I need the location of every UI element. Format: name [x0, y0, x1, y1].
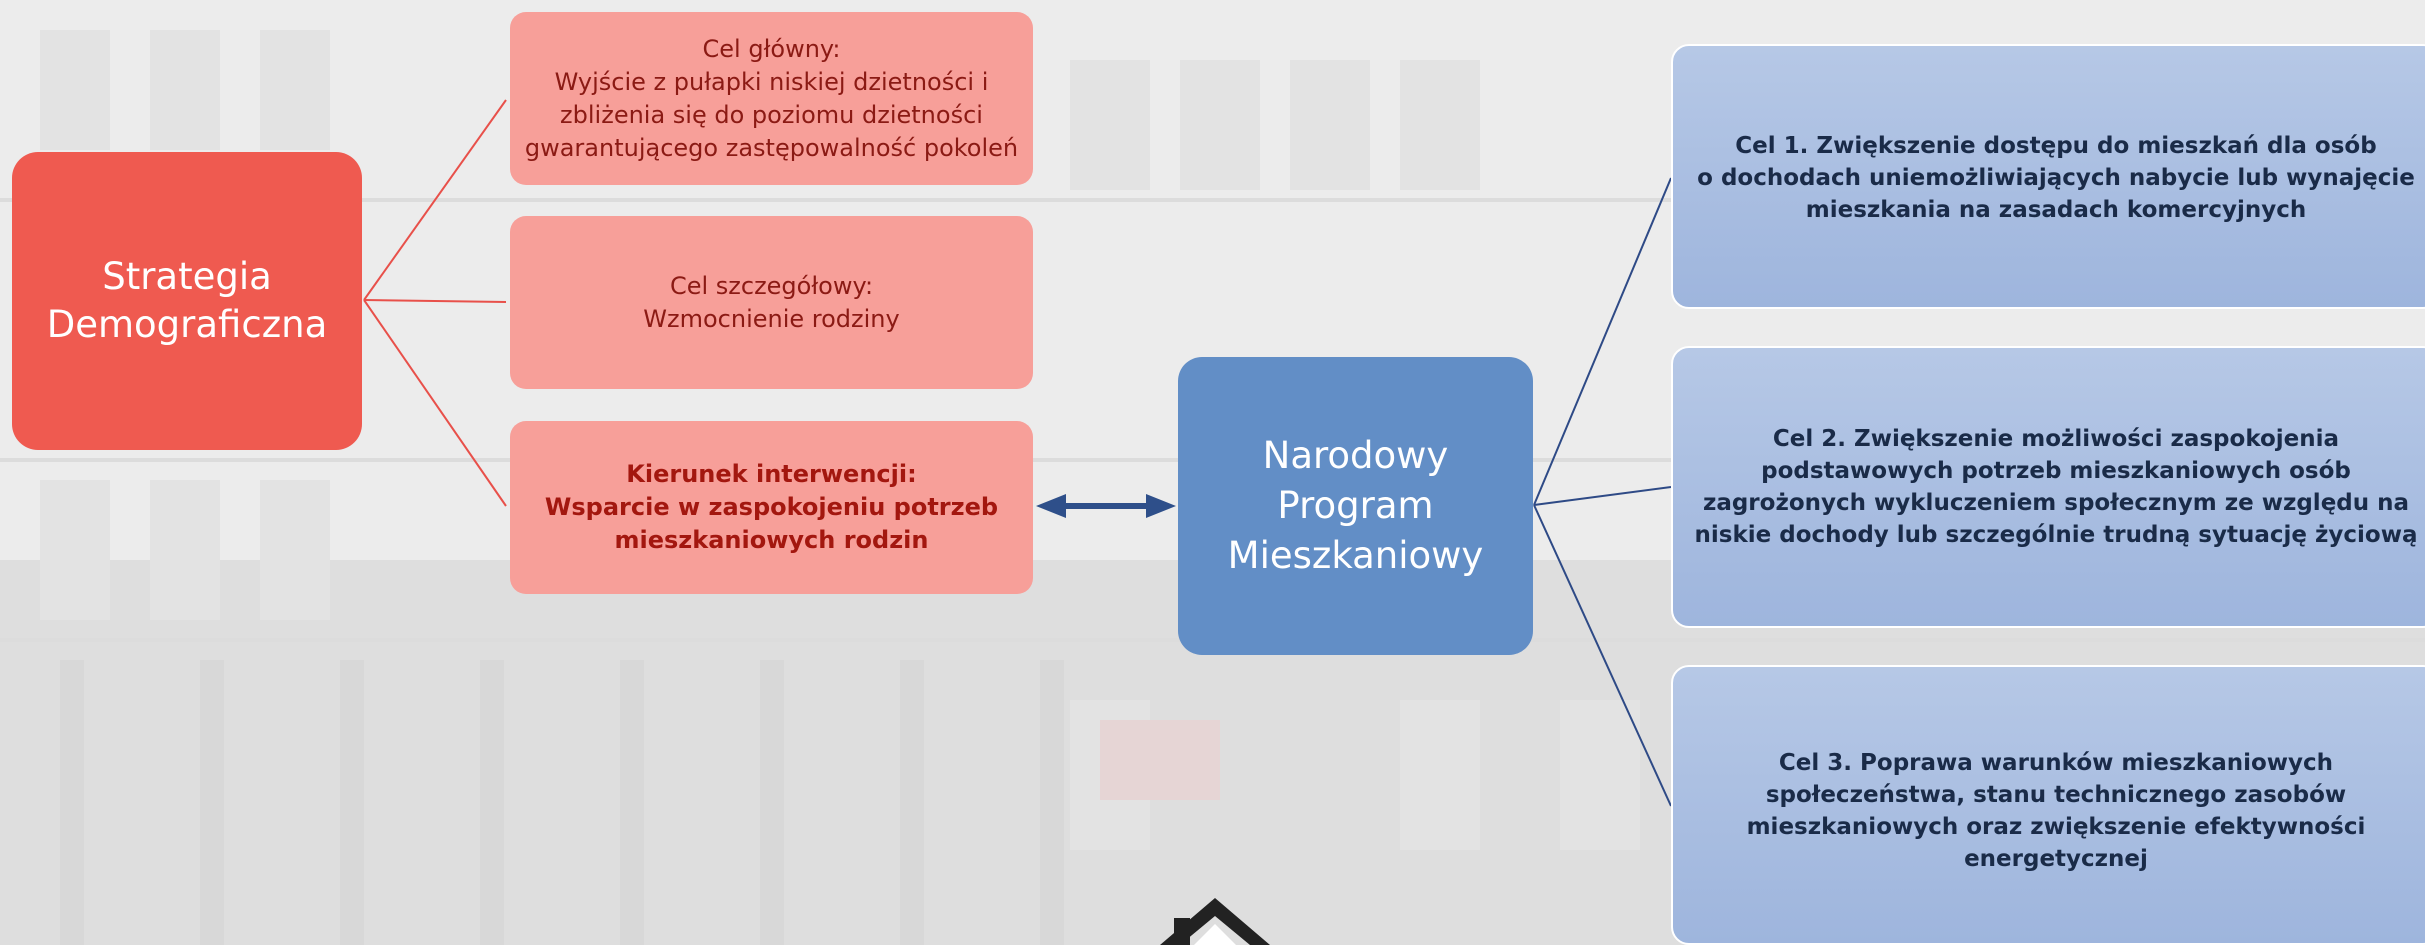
intervention-direction-box: Kierunek interwencji: Wsparcie w zaspoko… [510, 421, 1033, 594]
program-goal-3-text: społeczeństwa, stanu technicznego zasobó… [1765, 782, 2347, 808]
connector-strategy-to-specific-goal [363, 299, 507, 303]
program-goal-1-text: Cel 1. Zwiększenie dostępu do mieszkań d… [1735, 133, 2377, 159]
program-title-line: Narodowy [1262, 434, 1449, 477]
program-goal-2-text: Cel 2. Zwiększenie możliwości zaspokojen… [1772, 426, 2340, 452]
double-arrow-icon [1036, 494, 1176, 518]
connector-strategy-to-intervention [363, 299, 507, 507]
connector-program-to-goal-1 [1533, 177, 1672, 506]
program-goal-2-text: niskie dochody lub szczególnie trudną sy… [1694, 522, 2418, 548]
main-goal-box: Cel główny: Wyjście z pułapki niskiej dz… [510, 12, 1033, 185]
main-goal-text: Cel główny: [702, 34, 841, 63]
specific-goal-box: Cel szczegółowy: Wzmocnienie rodziny [510, 216, 1033, 389]
program-goal-2-text: zagrożonych wykluczeniem społecznym ze w… [1702, 490, 2410, 516]
connector-strategy-to-main-goal [363, 99, 507, 301]
program-goal-3-text: energetycznej [1964, 846, 2148, 872]
program-goal-3-text: mieszkaniowych oraz zwiększenie efektywn… [1746, 814, 2366, 840]
main-goal-text: zbliżenia się do poziomu dzietności [560, 100, 983, 129]
national-housing-program-box: Narodowy Program Mieszkaniowy [1178, 357, 1533, 655]
program-goal-3-box: Cel 3. Poprawa warunków mieszkaniowych s… [1671, 665, 2425, 945]
program-title-line: Program [1277, 484, 1434, 527]
program-goal-1-box: Cel 1. Zwiększenie dostępu do mieszkań d… [1671, 44, 2425, 309]
intervention-direction-text: Kierunek interwencji: [626, 460, 917, 488]
intervention-direction-text: mieszkaniowych rodzin [614, 526, 929, 554]
program-goal-2-text: podstawowych potrzeb mieszkaniowych osób [1761, 458, 2351, 484]
strategy-box: Strategia Demograficzna [12, 152, 362, 450]
strategy-title-line2: Demograficzna [46, 303, 328, 346]
program-goal-2-box: Cel 2. Zwiększenie możliwości zaspokojen… [1671, 346, 2425, 628]
house-roof-logo-icon [1160, 898, 1270, 945]
strategy-title-line1: Strategia [102, 255, 272, 298]
program-goal-3-text: Cel 3. Poprawa warunków mieszkaniowych [1778, 750, 2334, 776]
specific-goal-text: Cel szczegółowy: [669, 271, 874, 300]
main-goal-text: Wyjście z pułapki niskiej dzietności i [554, 67, 989, 96]
connector-program-to-goal-3 [1533, 504, 1672, 807]
intervention-direction-text: Wsparcie w zaspokojeniu potrzeb [544, 493, 999, 521]
main-goal-text: gwarantującego zastępowalność pokoleń [524, 133, 1019, 162]
connector-program-to-goal-2 [1533, 486, 1672, 506]
program-goal-1-text: mieszkania na zasadach komercyjnych [1805, 197, 2307, 223]
program-goal-1-text: o dochodach uniemożliwiających nabycie l… [1697, 165, 2415, 191]
specific-goal-text: Wzmocnienie rodziny [643, 304, 900, 333]
program-title-line: Mieszkaniowy [1227, 534, 1484, 577]
